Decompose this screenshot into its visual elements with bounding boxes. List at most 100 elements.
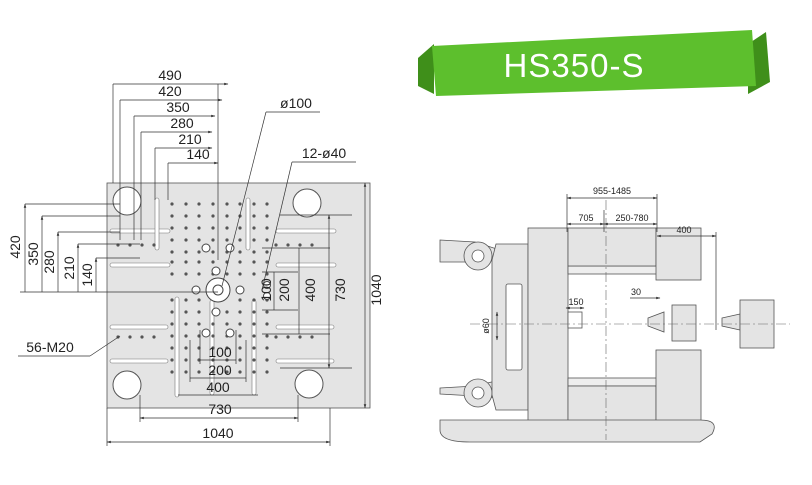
ejector-hole-1 <box>201 243 211 253</box>
dim-side-diameter: ø60 <box>481 318 491 334</box>
ejector-hole-7 <box>201 328 211 338</box>
thread-hole <box>197 250 201 254</box>
thread-hole <box>211 334 215 338</box>
thread-hole <box>286 243 290 247</box>
nozzle-right <box>721 313 741 331</box>
thread-hole <box>197 226 201 230</box>
thread-hole <box>252 322 256 326</box>
thread-hole <box>310 335 314 339</box>
thread-hole <box>225 238 229 242</box>
thread-hole <box>252 202 256 206</box>
thread-hole <box>225 322 229 326</box>
dim-left-280: 280 <box>41 250 57 274</box>
dim-right-100: 100 <box>258 278 274 302</box>
thread-hole <box>238 370 242 374</box>
dim-top-210: 210 <box>178 131 202 147</box>
thread-hole <box>170 334 174 338</box>
callout-thread-holes: 56-M20 <box>26 339 74 355</box>
thread-hole <box>252 226 256 230</box>
thread-hole <box>211 322 215 326</box>
thread-hole <box>238 238 242 242</box>
tiebar-top <box>567 265 659 275</box>
thread-hole <box>274 243 278 247</box>
thread-hole <box>211 346 215 350</box>
thread-hole <box>225 202 229 206</box>
thread-hole <box>238 226 242 230</box>
ejector-hole-2 <box>225 243 235 253</box>
tiebar-circle-br <box>294 369 324 399</box>
thread-hole <box>286 335 290 339</box>
dim-top-420: 420 <box>158 83 182 99</box>
thread-hole <box>184 272 188 276</box>
thread-hole <box>170 238 174 242</box>
thread-hole <box>252 260 256 264</box>
dim-side-30: 30 <box>631 287 641 297</box>
thread-hole <box>252 370 256 374</box>
callout-center-hole: ø100 <box>280 95 312 111</box>
thread-hole <box>265 346 269 350</box>
thread-hole <box>225 370 229 374</box>
thread-hole <box>238 260 242 264</box>
dim-left-140: 140 <box>79 263 95 287</box>
thread-hole <box>197 272 201 276</box>
thread-hole <box>274 335 278 339</box>
thread-hole <box>128 335 132 339</box>
thread-hole <box>152 243 156 247</box>
thread-hole <box>225 214 229 218</box>
thread-hole <box>170 250 174 254</box>
thread-hole <box>197 322 201 326</box>
thread-hole <box>238 322 242 326</box>
thread-hole <box>265 310 269 314</box>
thread-hole <box>310 243 314 247</box>
ejector-hole-3 <box>211 266 221 276</box>
thread-hole <box>211 260 215 264</box>
thread-hole <box>225 346 229 350</box>
ejector-hole-8 <box>225 328 235 338</box>
thread-hole <box>298 335 302 339</box>
thread-hole <box>225 226 229 230</box>
thread-hole <box>197 298 201 302</box>
thread-hole <box>252 358 256 362</box>
thread-hole <box>170 358 174 362</box>
tiebar-circle-tl <box>112 186 142 216</box>
thread-hole <box>298 243 302 247</box>
thread-hole <box>265 358 269 362</box>
thread-hole <box>184 202 188 206</box>
thread-hole <box>170 298 174 302</box>
thread-hole <box>238 250 242 254</box>
thread-hole <box>197 202 201 206</box>
fixed-platen-bottom <box>655 349 702 425</box>
title-banner: HS350-S <box>418 30 770 96</box>
thread-hole <box>225 272 229 276</box>
dim-top-490: 490 <box>158 67 182 83</box>
m20-thread-holes <box>116 202 314 374</box>
dim-top-140: 140 <box>186 146 210 162</box>
dim-right-400: 400 <box>302 278 318 302</box>
thread-hole <box>184 250 188 254</box>
thread-hole <box>265 322 269 326</box>
thread-hole <box>140 335 144 339</box>
dim-bottom-1040: 1040 <box>202 425 233 441</box>
thread-hole <box>197 238 201 242</box>
thread-hole <box>252 310 256 314</box>
dim-top-350: 350 <box>166 99 190 115</box>
thread-hole <box>170 346 174 350</box>
thread-hole <box>211 202 215 206</box>
dim-side-955-1485: 955-1485 <box>593 186 631 196</box>
thread-hole <box>211 238 215 242</box>
dim-bottom-400: 400 <box>206 379 230 395</box>
dim-left-350: 350 <box>25 242 41 266</box>
thread-hole <box>170 322 174 326</box>
ejector-hole-5 <box>191 285 201 295</box>
thread-hole <box>265 226 269 230</box>
thread-hole <box>265 250 269 254</box>
ejector-hole-4 <box>235 285 245 295</box>
thread-hole <box>238 334 242 338</box>
thread-hole <box>265 370 269 374</box>
centerlines <box>470 200 790 440</box>
thread-hole <box>197 310 201 314</box>
thread-hole <box>252 298 256 302</box>
thread-hole <box>211 226 215 230</box>
tiebar-circle-bl <box>112 370 142 400</box>
